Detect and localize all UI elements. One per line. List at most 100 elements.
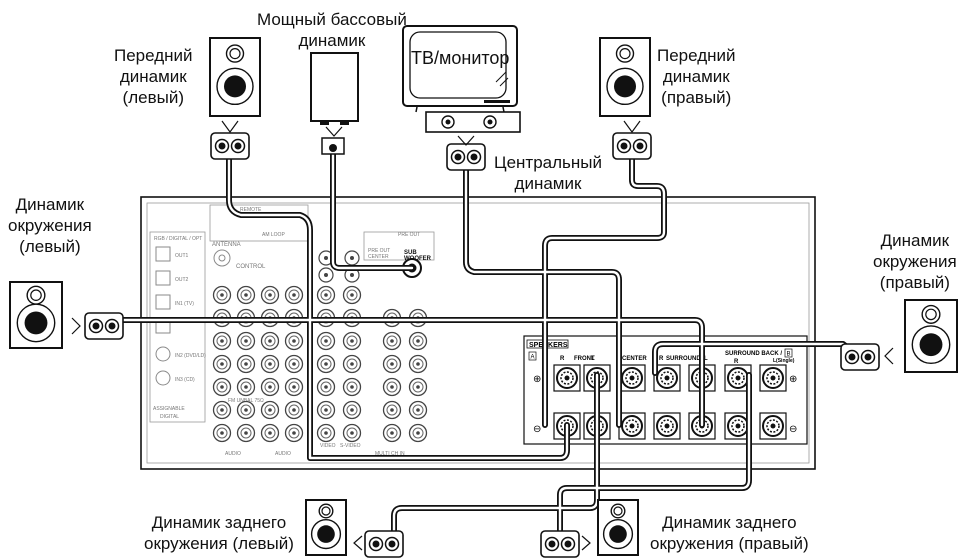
rca-jack [284,423,304,443]
surround-back-right-terminals [540,530,580,558]
antenna-label: ANTENNA [212,242,241,248]
control-label: CONTROL [236,264,266,270]
cable-subwoofer-core [331,148,414,270]
cable-surround-back-left-core [392,373,599,542]
rca-jack [342,377,362,397]
rca-jack [284,400,304,420]
pre-out-header: PRE OUT [398,232,420,238]
surround-back-left-speaker [305,499,347,556]
plus-left: ⊕ [533,374,541,385]
label-front-left-line2: динамик [119,67,187,86]
rca-jack [316,354,336,374]
center-terminals [446,143,486,171]
label-surround-left-line3: (левый) [19,237,81,256]
rca-jack [284,331,304,351]
label-surround-right-line2: окружения [873,252,957,271]
rca-jack [260,331,280,351]
label-front-left-line1: Передний [114,46,193,65]
surround-back-left-terminals [364,530,404,558]
speaker-cables [109,145,855,543]
label-surround-left: Динамик окружения (левый) [8,194,92,257]
sub-label-2: WOOFER [404,256,432,262]
rca-jack [260,285,280,305]
rca-jack [342,285,362,305]
rca-jack [316,331,336,351]
rca-jack [316,377,336,397]
front-left-terminals [210,132,250,160]
pre-out-label: PRE OUT [368,248,390,254]
surround-l-label: L [704,356,708,362]
surround-back-label: SURROUND BACK / [725,351,782,357]
label-surround-right: Динамик окружения (правый) [873,230,957,293]
rca-jack [284,354,304,374]
surround-label: SURROUND [666,356,701,362]
rca-jack [212,285,232,305]
minus-left: ⊖ [533,424,541,435]
rca-jack [212,354,232,374]
center-label: CENTER [622,356,647,362]
front-right-terminals [612,132,652,160]
rca-jack [318,267,334,283]
surround-right-terminals [840,343,880,371]
rca-jack [408,377,428,397]
rca-jack [212,331,232,351]
label-center-line1: Центральный [494,153,602,172]
rca-jack [236,377,256,397]
label-tv: ТВ/монитор [411,48,510,68]
rca-jack [260,400,280,420]
rca-jack [408,400,428,420]
surround-left-terminals [84,312,124,340]
label-surround-back-left-line2: окружения (левый) [144,534,294,553]
rca-jack [382,354,402,374]
label-subwoofer-line2: динамик [298,31,366,50]
rca-jack [236,331,256,351]
rca-jack [212,400,232,420]
rca-jack [316,400,336,420]
rca-jack [316,285,336,305]
plus-right: ⊕ [789,374,797,385]
front-label: FRONT [574,356,595,362]
label-center: Центральный динамик [494,152,602,194]
video-caption: VIDEO [320,443,336,449]
rca-jack [408,354,428,374]
speakers-group [9,37,958,558]
speaker-terminal [759,412,787,440]
surround-r-label: R [659,356,664,362]
audio-caption-1: AUDIO [225,451,241,457]
surround-back-right-speaker [597,499,639,556]
label-front-right: Передний динамик (правый) [657,45,736,108]
surround-left-speaker [9,281,63,349]
cable-surround-left-core [110,318,704,427]
cable-front-left-core [227,146,569,460]
digital-header: RGB / DIGITAL / OPT [154,236,202,242]
rca-jack [408,423,428,443]
label-surround-left-line2: окружения [8,216,92,235]
cable-center-core [464,163,621,427]
rca-jack [260,354,280,374]
digital-label: DIGITAL [160,414,179,420]
rca-jack [260,423,280,443]
input-label-in1: IN1 (TV) [175,301,194,307]
rca-jack [284,285,304,305]
label-front-left-line3: (левый) [122,88,184,107]
rca-jack [408,331,428,351]
rca-jack [382,331,402,351]
label-surround-back-left: Динамик заднего окружения (левый) [144,512,294,554]
front-r-label: R [560,356,565,362]
label-front-right-line1: Передний [657,46,736,65]
speakers-b-label: B [787,352,791,358]
input-label-in2: IN2 (DVD/LD) [175,353,206,359]
label-front-left: Передний динамик (левый) [114,45,193,108]
rca-jack [212,423,232,443]
label-center-line2: динамик [514,174,582,193]
rca-jack [284,377,304,397]
label-surround-back-right-line1: Динамик заднего [662,513,797,532]
input-label-out1: OUT1 [175,253,189,259]
label-surround-back-right-line2: окружения (правый) [650,534,809,553]
surround-right-speaker [904,299,958,373]
rca-jack [382,423,402,443]
speakers-a-label: A [531,355,535,361]
label-subwoofer-line1: Мощный бассовый [257,10,407,29]
label-subwoofer: Мощный бассовый динамик [257,9,407,51]
